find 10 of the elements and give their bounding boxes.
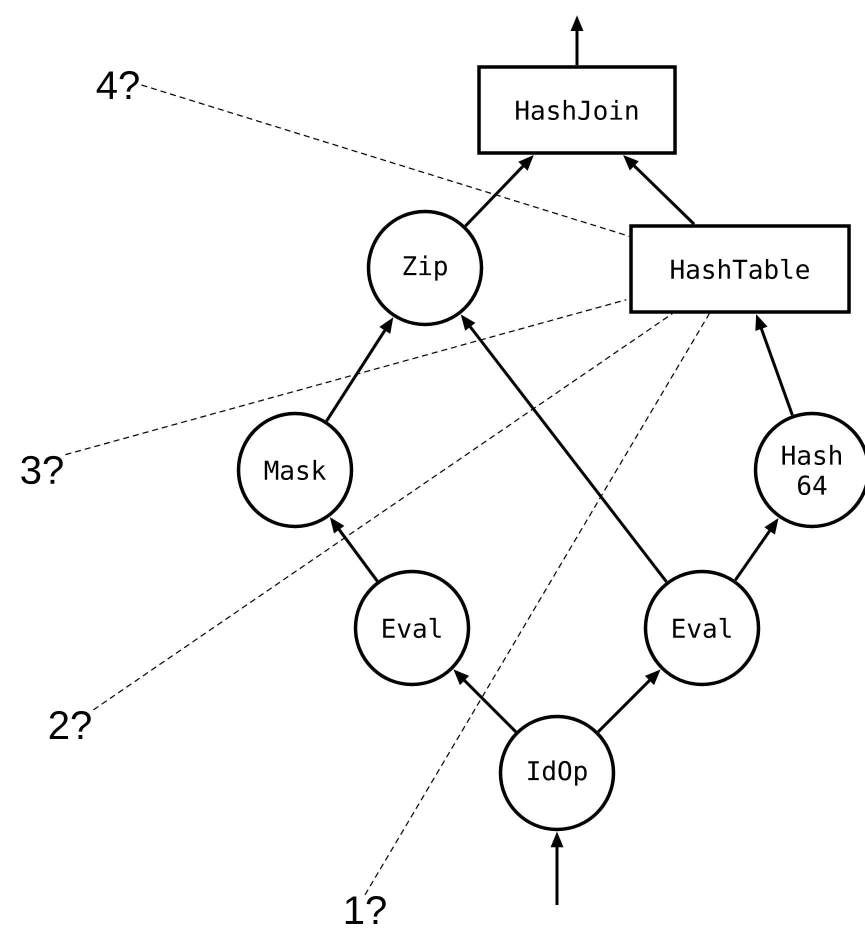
leader-line [141,84,630,237]
leader-line [364,313,710,896]
operator-box: HashJoin [477,65,677,155]
callout-number: 4? [96,71,139,99]
callout-number: 2? [50,711,91,739]
leader-line [65,299,626,456]
operator-box: HashTable [629,224,851,314]
leader-line [93,313,673,710]
callout-number: 1? [346,896,386,924]
callout-number: 3? [21,456,63,484]
